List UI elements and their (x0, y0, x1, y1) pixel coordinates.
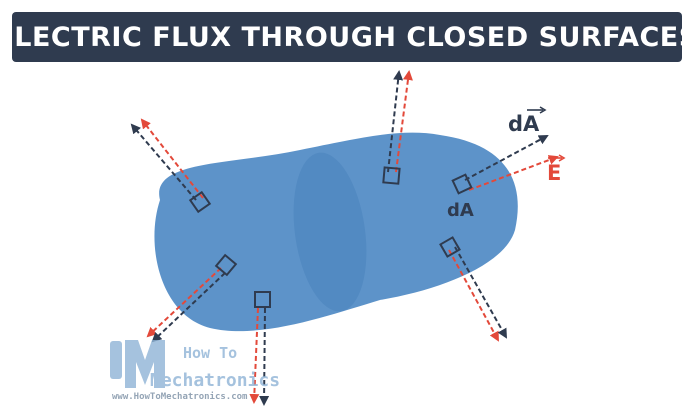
logo: How To Mechatronics www.HowToMechatronic… (110, 340, 280, 402)
area-patch-icon (439, 236, 461, 258)
vector-pair-top-left (130, 118, 212, 214)
surface-cross-section (293, 152, 367, 312)
vector-pair-right (451, 135, 559, 195)
area-patch-icon (214, 253, 238, 277)
page-title: ELECTRIC FLUX THROUGH CLOSED SURFACES (0, 21, 694, 53)
area-patch-icon (382, 166, 401, 185)
area-vector-label: dA (508, 106, 547, 136)
field-vector-text: E (547, 161, 561, 185)
area-vector-text: dA (508, 112, 540, 136)
vector-pair-top (382, 70, 413, 185)
logo-line2: Mechatronics (150, 370, 280, 391)
vector-pair-bottom (249, 291, 271, 406)
area-patch-icon (188, 190, 212, 214)
logo-url: www.HowToMechatronics.com (112, 391, 248, 402)
logo-line1: How To (183, 344, 237, 362)
vector-pair-bottom-right (439, 236, 507, 342)
area-element-label: dA (447, 200, 474, 221)
field-vector-label: E (547, 154, 566, 185)
logo-bulb-icon (110, 340, 165, 388)
title-banner: ELECTRIC FLUX THROUGH CLOSED SURFACES (0, 12, 694, 62)
area-patch-icon (451, 173, 473, 195)
area-patch-icon (254, 291, 271, 308)
vector-pair-bottom-left (146, 253, 238, 343)
